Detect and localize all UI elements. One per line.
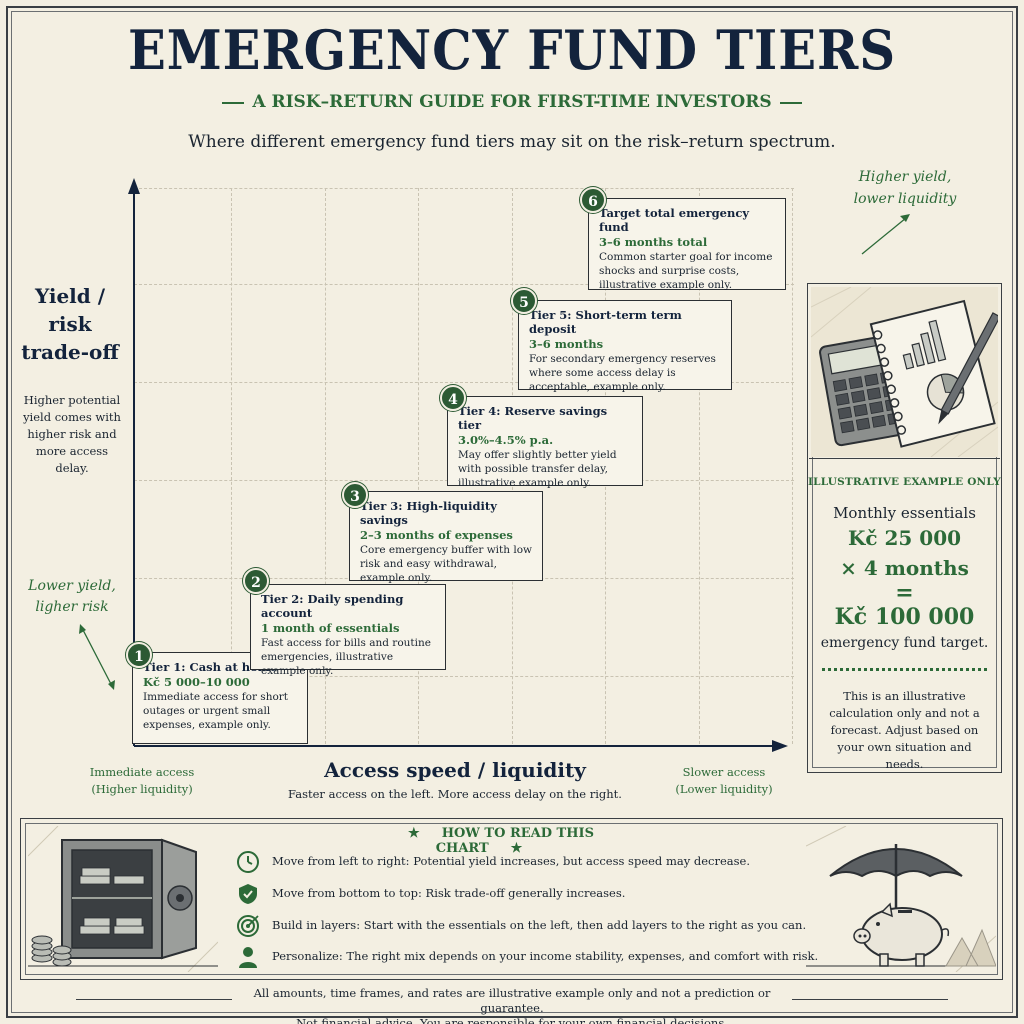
tier-amount: 3–6 months total (599, 235, 708, 249)
safe-icon (28, 826, 218, 972)
higher-yield-note: Higher yield, lower liquidity (853, 169, 957, 207)
x-axis-description: Faster access on the left. More access d… (288, 787, 622, 801)
y-axis-title: Yield / risk trade-off (21, 284, 119, 364)
fund-target-label: emergency fund target. (820, 635, 989, 651)
example-label: ILLUSTRATIVE EXAMPLE ONLY (808, 476, 1001, 488)
tier-2-card: Tier 2: Daily spending account 1 month o… (250, 584, 446, 677)
tier-amount: 1 month of essentials (261, 621, 400, 635)
grid-line (134, 676, 794, 677)
grid-line (792, 188, 793, 744)
tier-amount: 2–3 months of expenses (360, 528, 513, 542)
how-to-read-item: Move from left to right: Potential yield… (236, 850, 806, 874)
inner-frame (11, 11, 1013, 1013)
x-axis-left-label: Immediate access (Higher liquidity) (89, 765, 195, 796)
grid-line (418, 188, 419, 744)
y-axis-description: Higher potential yield comes with higher… (23, 393, 121, 475)
tier-description: Core emergency buffer with low risk and … (360, 544, 533, 584)
footer-rule-left (76, 999, 232, 1000)
tier-description: May offer slightly better yield with pos… (458, 449, 617, 489)
subtitle-dash-left (222, 101, 245, 104)
tier-title: Tier 5: Short-term term deposit (529, 308, 682, 336)
tier-title: Tier 1: Cash at home (143, 660, 278, 674)
grid-line (699, 188, 700, 744)
disclaimer-line-2: Not financial advice. You are responsibl… (296, 1016, 728, 1024)
tier-title: Tier 3: High-liquidity savings (360, 499, 497, 527)
grid-line (134, 382, 794, 383)
outer-frame (6, 6, 1018, 1018)
tier-3-card: Tier 3: High-liquidity savings 2–3 month… (349, 491, 543, 584)
how-to-read-label: HOW TO READ THIS CHART (435, 826, 594, 856)
how-to-read-item: Personalize: The right mix depends on yo… (236, 945, 818, 969)
piggy-bank-umbrella-icon (806, 826, 996, 972)
grid-line (134, 188, 794, 189)
subtitle: A RISK–RETURN GUIDE FOR FIRST-TIME INVES… (0, 92, 1024, 112)
star-icon: ★ (408, 826, 420, 841)
intro-text: Where different emergency fund tiers may… (188, 132, 836, 152)
lower-yield-note: Lower yield, ligher risk (28, 578, 116, 615)
dotted-divider (822, 668, 987, 671)
tier-amount: 3.0%–4.5% p.a. (458, 433, 554, 447)
calculation-note: This is an illustrative calculation only… (829, 689, 980, 771)
subtitle-dash-right (779, 101, 802, 104)
disclaimer-footer: All amounts, time frames, and rates are … (232, 986, 792, 1024)
how-to-read-item: Build in layers: Start with the essentia… (236, 914, 806, 938)
how-to-read-title: ★HOW TO READ THIS CHART★ (330, 826, 650, 856)
how-to-read-text: Move from bottom to top: Risk trade-off … (272, 886, 626, 900)
x-axis-right-label: Slower access (Lower liquidity) (675, 765, 773, 796)
how-to-read-item: Move from bottom to top: Risk trade-off … (236, 882, 806, 906)
tier-3-badge: 3 (342, 482, 368, 508)
tier-4-badge: 4 (440, 385, 466, 411)
tier-2-badge: 2 (243, 568, 269, 594)
how-to-read-panel (20, 818, 1003, 980)
how-to-read-text: Personalize: The right mix depends on yo… (272, 949, 819, 963)
tier-amount: 3–6 months (529, 337, 604, 351)
panel-divider (809, 458, 1000, 459)
calculator-notebook-icon (811, 287, 998, 457)
page-title: EMERGENCY FUND TIERS (127, 18, 897, 82)
tier-description: Common starter goal for income shocks an… (599, 251, 773, 291)
tier-6-badge: 6 (580, 187, 606, 213)
subtitle-text: A RISK–RETURN GUIDE FOR FIRST-TIME INVES… (252, 92, 772, 112)
fund-total: Kč 100 000 (834, 604, 975, 630)
equals-sign: = (895, 580, 914, 606)
grid-line (231, 188, 232, 744)
tier-title: Tier 2: Daily spending account (261, 592, 404, 620)
months-multiplier: × 4 months (840, 556, 969, 580)
tier-amount: Kč 5 000–10 000 (143, 675, 250, 689)
star-icon: ★ (510, 841, 523, 856)
tier-description: For secondary emergency reserves where s… (529, 353, 716, 393)
grid-line (325, 188, 326, 744)
how-to-read-text: Move from left to right: Potential yield… (272, 854, 750, 868)
tier-5-card: Tier 5: Short-term term deposit 3–6 mont… (518, 300, 732, 393)
tier-1-badge: 1 (126, 642, 152, 668)
shield-icon (239, 884, 257, 904)
tier-4-card: Tier 4: Reserve savings tier 3.0%–4.5% p… (447, 396, 643, 489)
footer-rule-right (792, 999, 948, 1000)
tier-6-card: Target total emergency fund 3–6 months t… (588, 198, 786, 291)
how-to-read-text: Build in layers: Start with the essentia… (272, 918, 807, 932)
clock-icon (237, 851, 259, 873)
tier-title: Target total emergency fund (599, 206, 750, 234)
monthly-amount: Kč 25 000 (847, 526, 962, 550)
target-icon (237, 915, 259, 937)
tier-5-badge: 5 (511, 288, 537, 314)
person-icon (239, 947, 257, 968)
tier-description: Fast access for bills and routine emerge… (261, 637, 431, 677)
tier-description: Immediate access for short outages or ur… (143, 691, 289, 731)
tier-title: Tier 4: Reserve savings tier (458, 404, 608, 432)
disclaimer-line-1: All amounts, time frames, and rates are … (253, 986, 771, 1015)
monthly-essentials-label: Monthly essentials (833, 504, 976, 522)
grid-line (134, 284, 794, 285)
x-axis-title: Access speed / liquidity (324, 758, 586, 782)
